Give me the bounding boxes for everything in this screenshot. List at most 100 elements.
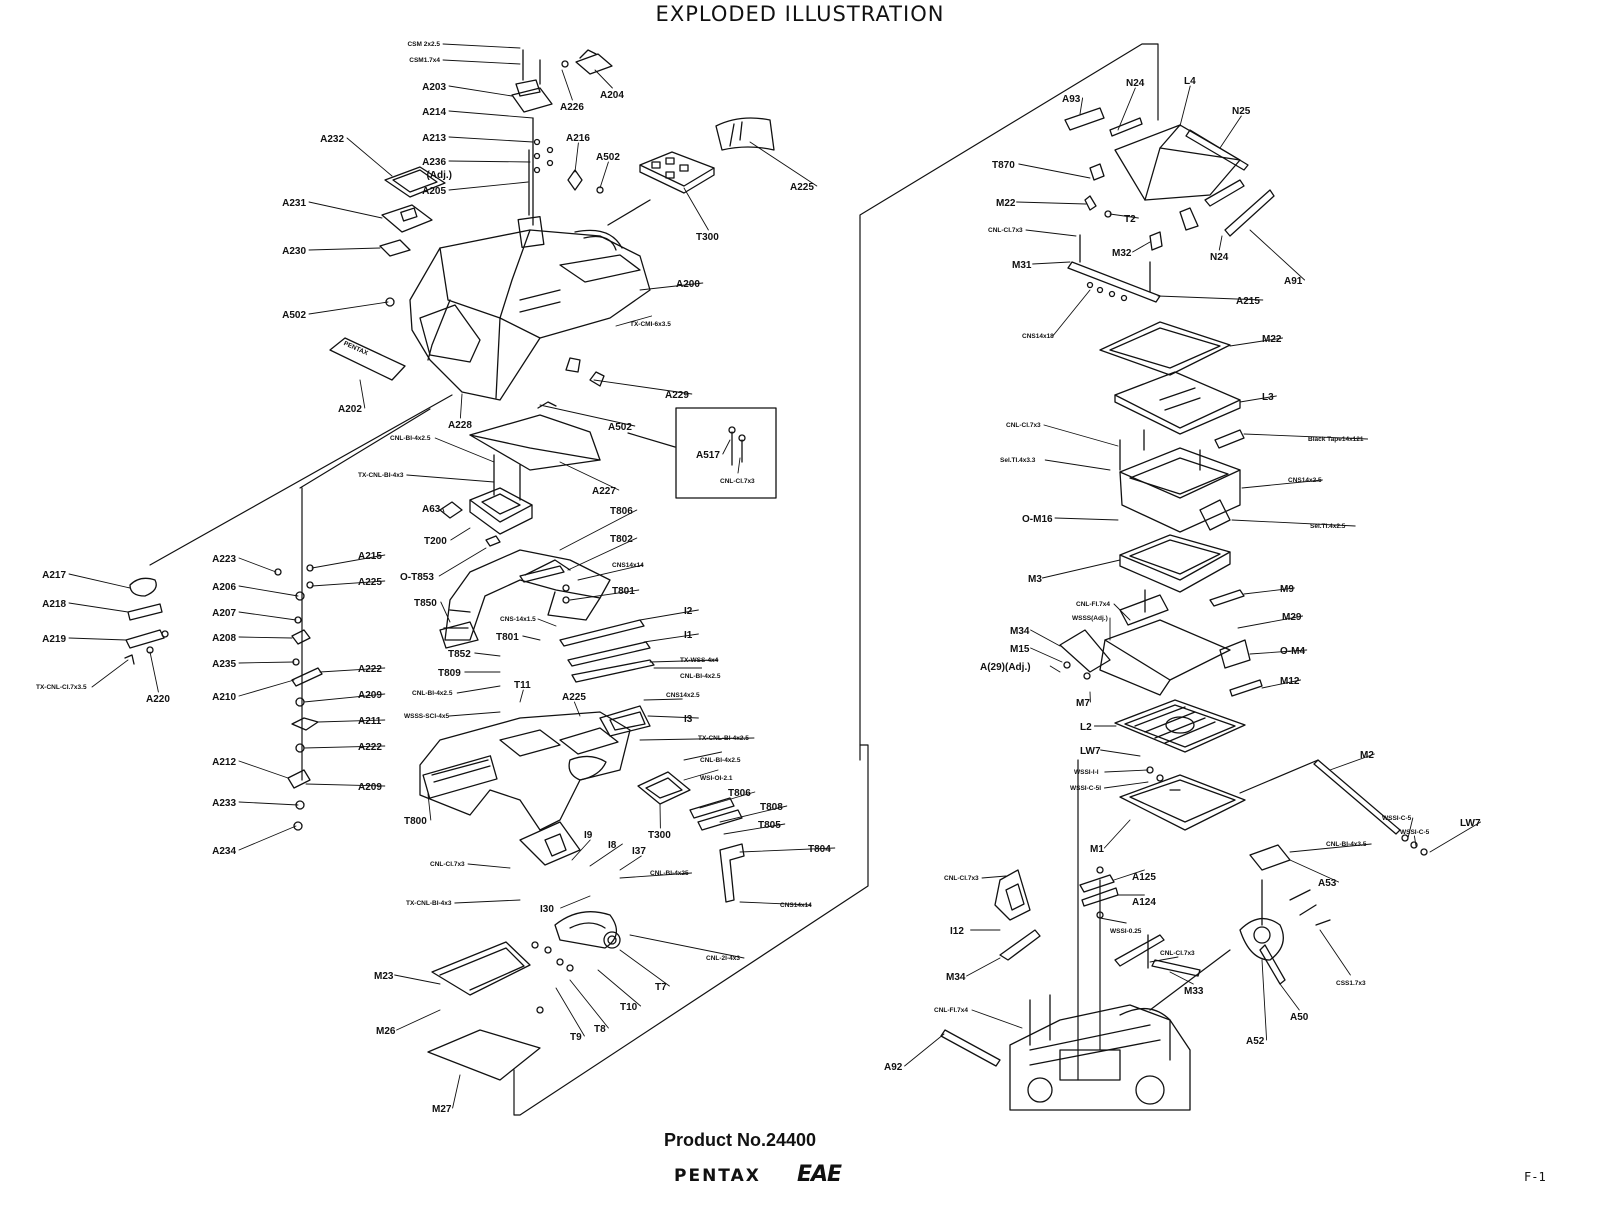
leader-line [981,875,1007,879]
callout-label: M26 [376,1026,396,1037]
leader-line [599,161,609,189]
leader-line [238,611,297,621]
callout-label: A216 [566,133,590,144]
leader-line [474,652,501,657]
callout-label: I9 [584,830,593,841]
callout-label: A230 [282,246,306,257]
leader-line [619,855,642,871]
callout-label: T9 [570,1032,582,1043]
callout-label: T852 [448,649,471,660]
leader-line [448,110,534,119]
callout-label: WSSI-0.25 [1110,928,1142,935]
callout-label: CSS1.7x3 [1336,980,1366,987]
callout-label: M15 [1010,644,1030,655]
leader-line [459,393,463,419]
leader-line [238,661,295,664]
leader-line [1179,85,1191,127]
callout-label: A223 [212,554,236,565]
lower-body-t800 [419,705,691,866]
leader-line [1218,235,1223,251]
callout-label: A208 [212,633,236,644]
leader-line [1239,395,1277,403]
leader-line [434,437,495,463]
callout-label: A205 [422,186,446,197]
leader-line [1132,241,1151,253]
callout-label: A225 [790,182,814,193]
leader-line [450,527,471,541]
callout-label: L4 [1184,76,1196,87]
callout-label: A517 [696,450,720,461]
callout-label: M23 [374,971,394,982]
callout-label: O-M4 [1280,646,1305,657]
page-title: EXPLODED ILLUSTRATION [655,2,945,26]
leader-line [577,564,644,581]
leader-line [615,315,653,327]
leader-line [68,602,129,613]
callout-label: WSSI-C-5I [1070,785,1101,792]
callout-label: O-T853 [400,572,434,583]
callout-label: M2 [1360,750,1374,761]
callout-label: A217 [42,570,66,581]
leader-line [1261,679,1302,689]
leader-line [406,474,495,483]
callout-label: T806 [610,506,633,517]
callout-label: A63 [422,504,441,515]
callout-label: M32 [1112,248,1132,259]
callout-label: T8 [594,1024,606,1035]
leader-line [448,711,501,717]
callout-label: A211 [358,716,382,727]
camera-base-body [1009,994,1191,1111]
leader-line [639,737,755,741]
callout-label: Sel.TI.4x2.5 [1310,523,1346,530]
leader-line [308,301,389,315]
callout-label: A206 [212,582,236,593]
leader-line [569,979,609,1029]
leader-line [448,160,531,163]
levers-a124-a125 [994,844,1291,977]
leader-line [317,719,386,723]
callout-label: T802 [610,534,633,545]
callout-label: T300 [648,830,671,841]
leader-line [560,895,591,909]
leader-line [647,715,699,719]
leader-line [1289,843,1372,853]
leader-line [149,651,159,693]
leader-line [1289,859,1340,883]
leader-line [1157,295,1264,301]
callout-label: A52 [1246,1036,1265,1047]
leader-line [629,934,745,959]
callout-label: TX-CNL-BI-4x3 [406,900,452,907]
leader-line [1100,749,1141,757]
leader-line [683,751,723,761]
callout-label: Sel.TI.4x3.3 [1000,457,1036,464]
leader-line [722,439,731,455]
leader-line [1229,337,1284,347]
callout-label: M3 [1028,574,1042,585]
callout-label: O-M16 [1022,514,1053,525]
leader-line [1243,587,1295,595]
leader-line [1243,433,1369,440]
callout-label: T801 [496,632,519,643]
leader-line [359,379,366,409]
callout-label: T2 [1124,214,1136,225]
leader-line [1169,971,1194,985]
leader-line [522,635,541,641]
leader-line [448,181,529,191]
callout-label: I1 [684,630,693,641]
callout-label: M33 [1184,986,1204,997]
leader-line [1249,649,1308,655]
callout-label: L2 [1080,722,1092,733]
callout-label: CNL-CI.7x3 [988,227,1023,234]
leader-line [904,1033,945,1067]
callout-label: I12 [950,926,964,937]
callout-label: T804 [808,844,831,855]
leader-line [68,637,127,641]
callout-label: A91 [1284,276,1303,287]
leader-line [589,843,623,867]
bar-m31 [1067,234,1161,303]
callout-label: T200 [424,536,447,547]
leader-line [561,69,573,101]
callout-label: WSI-OI-2.1 [700,775,733,782]
callout-label: A226 [560,102,584,113]
